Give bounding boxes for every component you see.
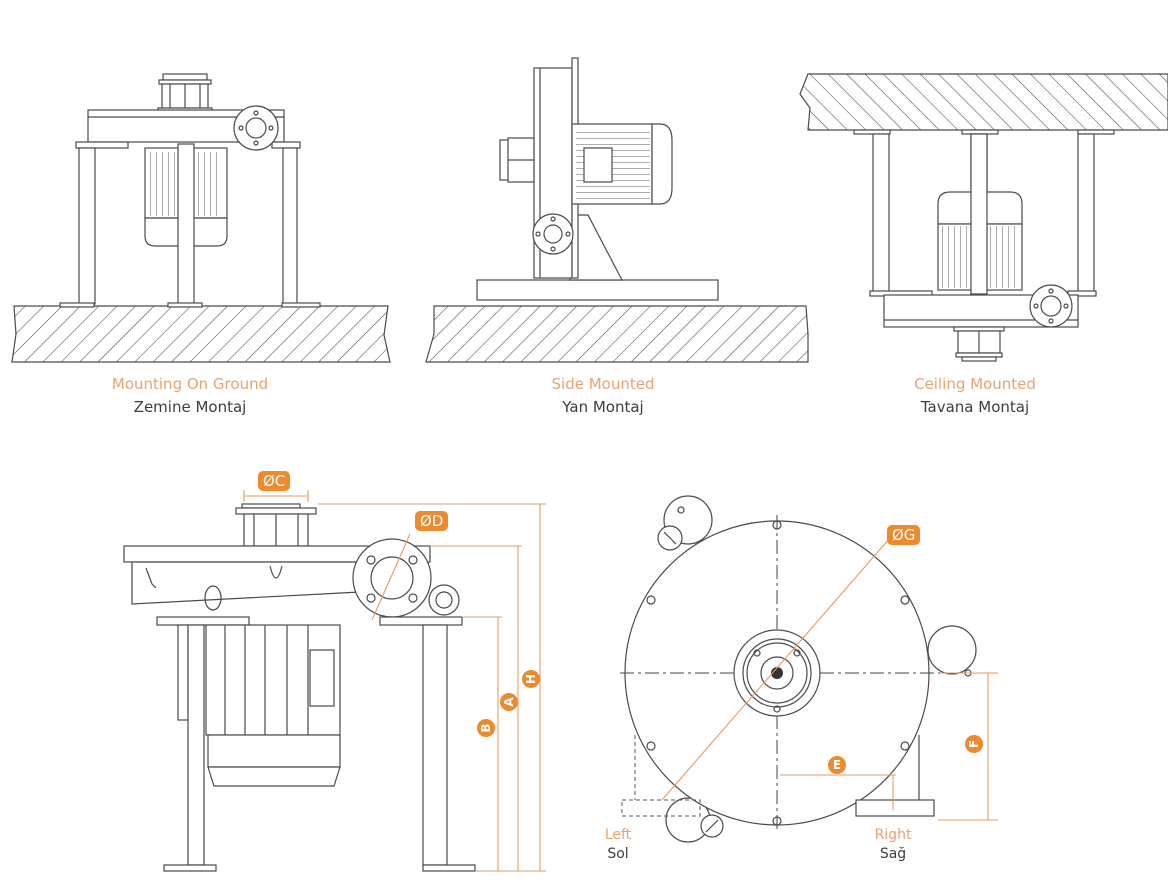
caption-ceiling-tr: Tavana Montaj bbox=[920, 398, 1030, 416]
dimension-tag-e: E bbox=[828, 756, 846, 774]
motor-icon bbox=[205, 624, 341, 787]
dimension-tag-h: H bbox=[522, 670, 540, 688]
caption-side-en: Side Mounted bbox=[551, 375, 655, 393]
ceiling-hatch bbox=[799, 73, 1168, 131]
dimension-tag-a: A bbox=[500, 693, 518, 711]
front-dimension-view bbox=[123, 490, 546, 872]
dimension-tag-b: B bbox=[477, 719, 495, 737]
caption-ground-tr: Zemine Montaj bbox=[133, 398, 247, 416]
label-left-tr: Sol bbox=[607, 846, 629, 862]
side-floor-hatch bbox=[425, 305, 809, 363]
flange-icon bbox=[1029, 284, 1073, 328]
dimension-tag-g: ØG bbox=[887, 525, 921, 545]
caption-ceiling-en: Ceiling Mounted bbox=[914, 375, 1036, 393]
label-left-en: Left bbox=[604, 827, 632, 843]
caption-side-tr: Yan Montaj bbox=[562, 398, 644, 416]
ground-floor-hatch bbox=[11, 305, 391, 363]
dimension-tag-f: F bbox=[965, 735, 983, 753]
caption-ground-en: Mounting On Ground bbox=[111, 375, 269, 393]
side-mount-view bbox=[425, 57, 809, 363]
label-right-en: Right bbox=[874, 827, 912, 843]
flange-icon bbox=[352, 538, 432, 618]
motor-icon bbox=[571, 123, 673, 205]
circular-dimension-view bbox=[620, 495, 998, 843]
label-right-tr: Sağ bbox=[879, 846, 907, 862]
ground-mount-view bbox=[11, 73, 391, 363]
dimension-tag-c: ØC bbox=[258, 471, 291, 491]
flange-icon bbox=[532, 213, 574, 255]
ceiling-mount-view bbox=[799, 73, 1168, 362]
dimension-tag-d: ØD bbox=[415, 511, 449, 531]
flange-icon bbox=[233, 105, 279, 151]
